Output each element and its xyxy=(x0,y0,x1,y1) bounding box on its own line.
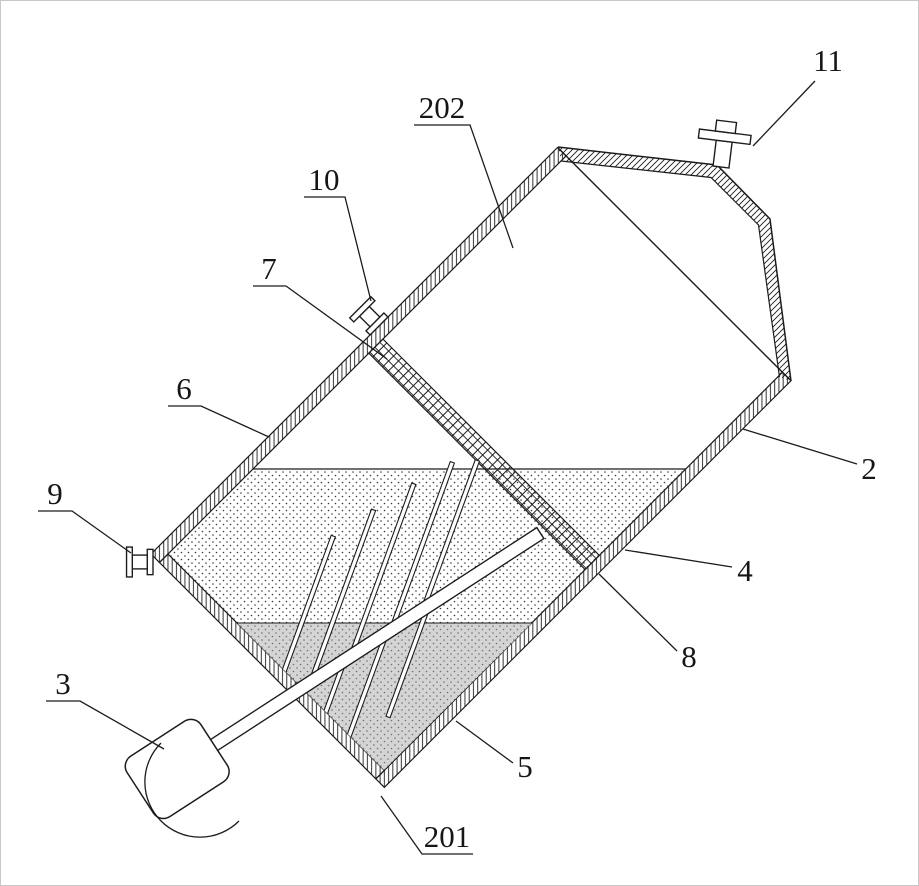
label-9: 9 xyxy=(47,476,63,511)
motor-body xyxy=(124,718,230,820)
leader-4 xyxy=(624,549,733,568)
cone-inner-edge xyxy=(560,160,781,378)
label-11: 11 xyxy=(813,43,843,78)
leader-2 xyxy=(742,428,858,465)
nozzle-cap xyxy=(348,295,376,323)
label-202: 202 xyxy=(419,90,466,125)
liquid-stipple xyxy=(168,469,686,623)
label-10: 10 xyxy=(309,162,340,197)
tank-wall-end xyxy=(158,553,386,780)
label-6: 6 xyxy=(176,371,192,406)
label-5: 5 xyxy=(517,749,533,784)
cone-outlet xyxy=(557,146,792,382)
label-2: 2 xyxy=(861,451,877,486)
leader-11 xyxy=(752,80,816,147)
label-7: 7 xyxy=(261,251,277,286)
valve-fitting xyxy=(697,119,752,169)
leader-201 xyxy=(380,795,473,855)
leader-10 xyxy=(304,196,372,302)
label-3: 3 xyxy=(55,666,71,701)
label-8: 8 xyxy=(681,639,697,674)
leader-202 xyxy=(414,124,514,249)
tank-end-boundary-line xyxy=(557,147,791,381)
leader-8 xyxy=(598,573,678,652)
motor-bracket-arc xyxy=(144,742,240,838)
sludge-region xyxy=(237,622,532,770)
nozzle-fitting-10 xyxy=(348,295,389,336)
nozzle-plate xyxy=(146,548,154,576)
leader-5 xyxy=(455,720,514,764)
sludge-stipple xyxy=(237,623,532,770)
leader-9 xyxy=(38,510,132,554)
nozzle-fitting-9 xyxy=(125,546,154,578)
nozzle-pipe xyxy=(131,554,148,570)
leader-6 xyxy=(168,405,270,438)
leader-7 xyxy=(253,285,388,360)
liquid-region xyxy=(168,468,686,623)
label-4: 4 xyxy=(737,553,753,588)
auger-shaft-group xyxy=(124,526,545,820)
valve-stem xyxy=(712,139,733,169)
valve-cap xyxy=(714,119,738,135)
label-201: 201 xyxy=(424,819,471,854)
cone-outer-edge xyxy=(557,146,792,382)
tank-body xyxy=(150,146,792,789)
leader-3 xyxy=(46,700,165,750)
nozzle-cap xyxy=(125,546,133,578)
